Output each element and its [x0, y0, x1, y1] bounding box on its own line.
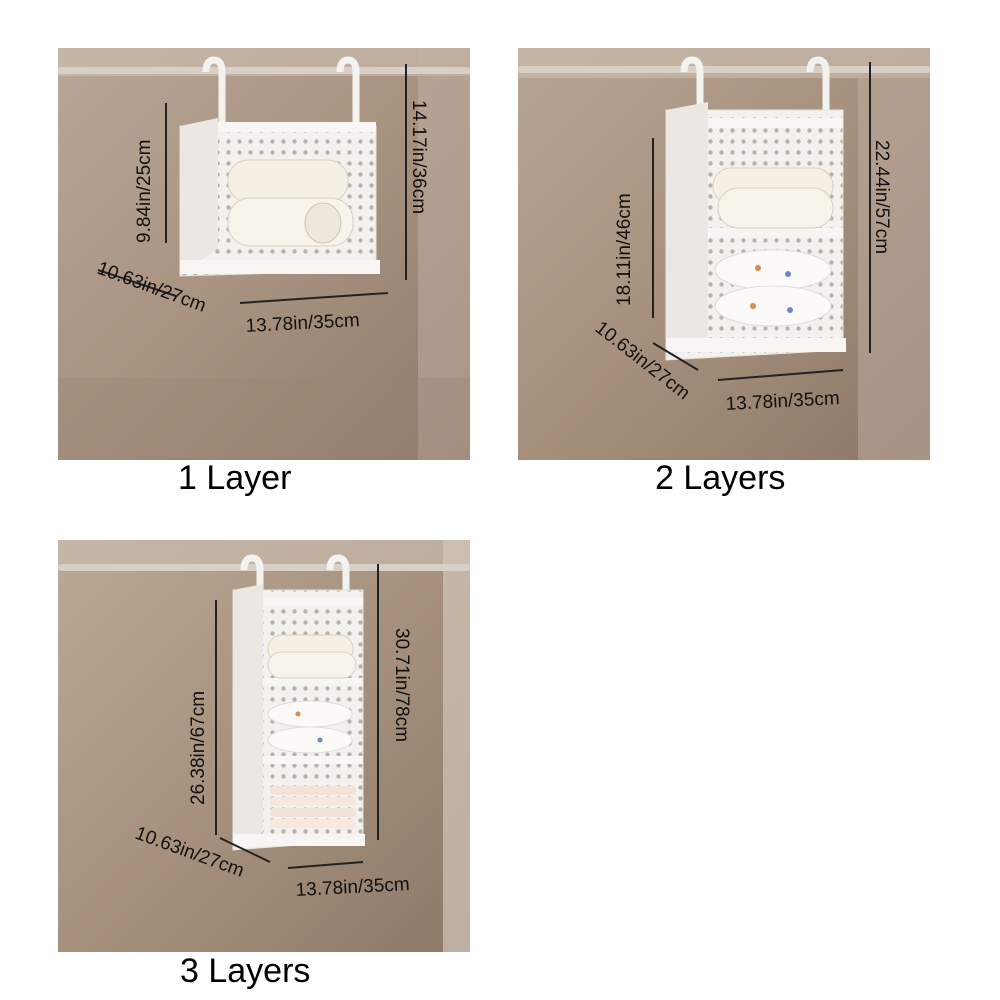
dim-total-height-3: 30.71in/78cm: [391, 628, 412, 742]
dim-total-height-1: 14.17in/36cm: [408, 100, 429, 214]
caption-2-layers: 2 Layers: [655, 459, 786, 497]
photo-1-layer-illustration: 9.84in/25cm 14.17in/36cm 10.63in/27cm 13…: [58, 48, 470, 460]
photo-3-layers-illustration: 26.38in/67cm 30.71in/78cm 10.63in/27cm 1…: [58, 540, 470, 952]
product-photo-3-layers: 26.38in/67cm 30.71in/78cm 10.63in/27cm 1…: [58, 540, 470, 952]
caption-3-layers: 3 Layers: [180, 952, 311, 990]
caption-1-layer: 1 Layer: [178, 459, 292, 497]
dim-inner-height-1: 9.84in/25cm: [134, 139, 155, 243]
dim-inner-height-3: 26.38in/67cm: [188, 691, 209, 805]
photo-2-layers-illustration: 18.11in/46cm 22.44in/57cm 10.63in/27cm 1…: [518, 48, 930, 460]
dim-total-height-2: 22.44in/57cm: [871, 140, 892, 254]
product-photo-1-layer: 9.84in/25cm 14.17in/36cm 10.63in/27cm 13…: [58, 48, 470, 460]
dim-inner-height-2: 18.11in/46cm: [614, 193, 635, 306]
product-photo-2-layers: 18.11in/46cm 22.44in/57cm 10.63in/27cm 1…: [518, 48, 930, 460]
